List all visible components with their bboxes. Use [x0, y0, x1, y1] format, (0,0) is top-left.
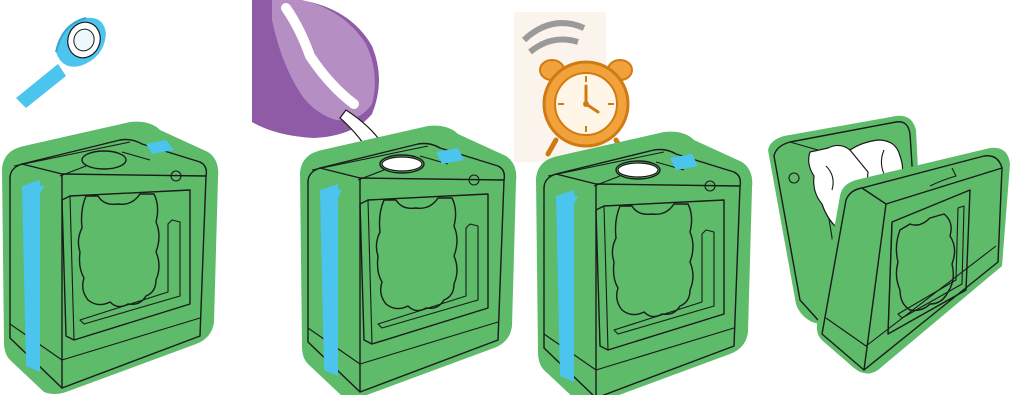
tape-roll-icon — [16, 18, 106, 108]
step-3-group — [514, 12, 752, 395]
alarm-clock-icon — [514, 12, 632, 162]
mixing-bowl-icon — [252, 0, 379, 138]
mold-pouring — [300, 126, 516, 395]
step-4-group — [768, 116, 1010, 374]
mold-curing — [536, 132, 752, 395]
step-1-group — [2, 18, 218, 394]
mold-opened — [768, 116, 1010, 374]
step-2-group — [252, 0, 516, 395]
mold-taped — [2, 122, 218, 394]
